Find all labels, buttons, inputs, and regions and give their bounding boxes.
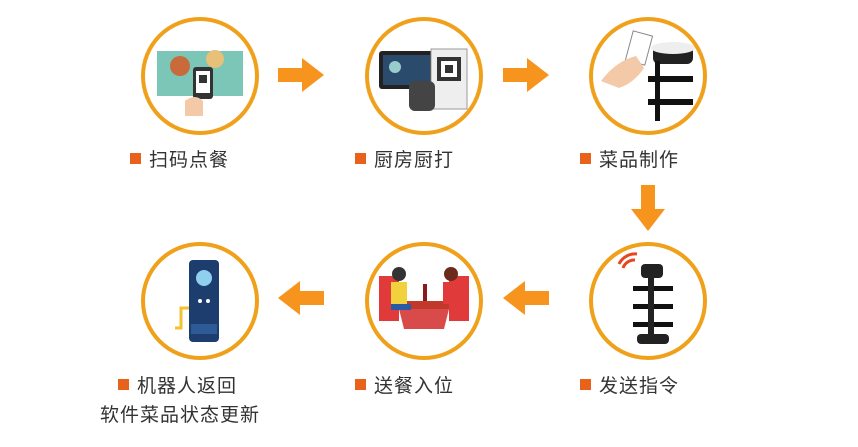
dish-prep-illustration <box>589 17 707 135</box>
arrow-down-icon <box>631 185 665 231</box>
delivery-illustration <box>365 242 483 360</box>
bullet-icon <box>118 379 129 390</box>
step-label-kitchen-print: 厨房厨打 <box>355 145 454 172</box>
step-text: 机器人返回 <box>137 375 238 397</box>
bullet-icon <box>355 153 366 164</box>
step-label-robot-return: 机器人返回 <box>118 371 237 398</box>
kitchen-print-illustration <box>365 17 483 135</box>
step-text: 送餐入位 <box>374 375 455 397</box>
step-label-delivery: 送餐入位 <box>355 371 454 398</box>
bullet-icon <box>355 379 366 390</box>
scan-order-illustration <box>141 17 259 135</box>
arrow-left-icon <box>278 281 324 315</box>
send-command-illustration <box>589 242 707 360</box>
step-label-robot-return-line2: 软件菜品状态更新 <box>100 404 261 426</box>
arrow-right-icon <box>503 58 549 92</box>
bullet-icon <box>130 153 141 164</box>
arrow-right-icon <box>278 58 324 92</box>
step-label-dish-prep: 菜品制作 <box>580 145 679 172</box>
step-text: 发送指令 <box>599 375 680 397</box>
step-text: 菜品制作 <box>599 149 680 171</box>
bullet-icon <box>580 379 591 390</box>
step-label-scan-order: 扫码点餐 <box>130 145 229 172</box>
robot-return-illustration <box>141 242 259 360</box>
step-text: 厨房厨打 <box>374 149 455 171</box>
arrow-left-icon <box>503 281 549 315</box>
step-text: 扫码点餐 <box>149 149 230 171</box>
step-label-send-command: 发送指令 <box>580 371 679 398</box>
bullet-icon <box>580 153 591 164</box>
